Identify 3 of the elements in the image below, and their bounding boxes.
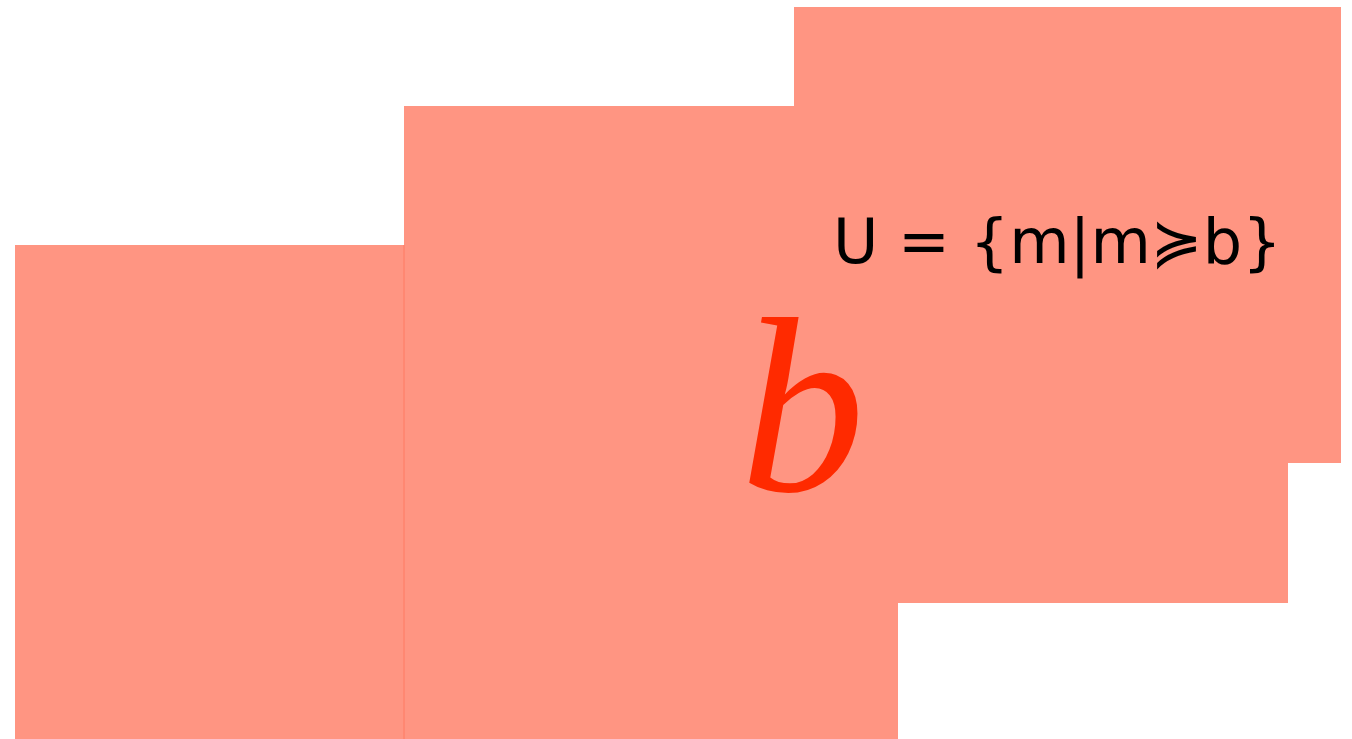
region-shape <box>15 7 1341 739</box>
point-label: b <box>740 282 865 532</box>
set-formula: U = {m|m≽b} <box>833 205 1282 278</box>
